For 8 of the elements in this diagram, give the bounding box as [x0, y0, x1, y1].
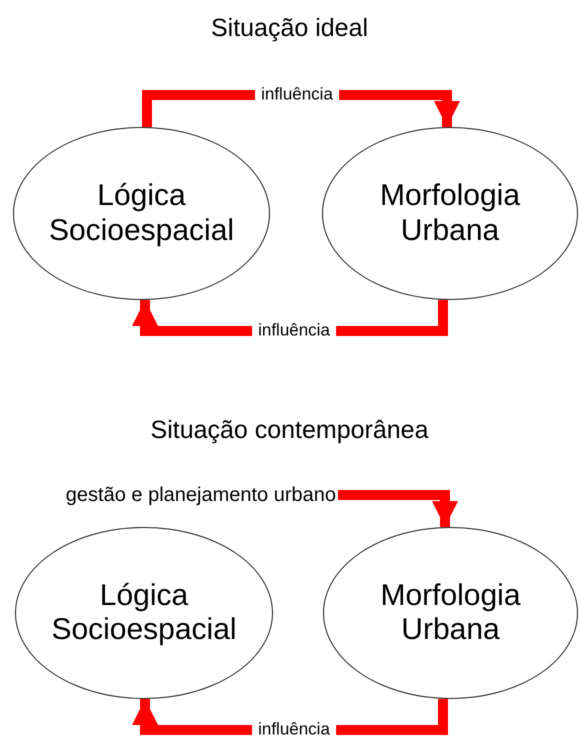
node-text: Lógica Socioespacial — [50, 578, 238, 648]
node-text: Morfologia Urbana — [378, 179, 522, 248]
heading: Situação contemporânea — [150, 416, 428, 444]
arrow — [338, 490, 458, 528]
node-text: Morfologia Urbana — [379, 578, 522, 648]
heading: Situação ideal — [210, 14, 368, 42]
annotation-text: gestão e planejamento urbano — [30, 485, 336, 505]
node-text: Lógica Socioespacial — [48, 179, 236, 248]
